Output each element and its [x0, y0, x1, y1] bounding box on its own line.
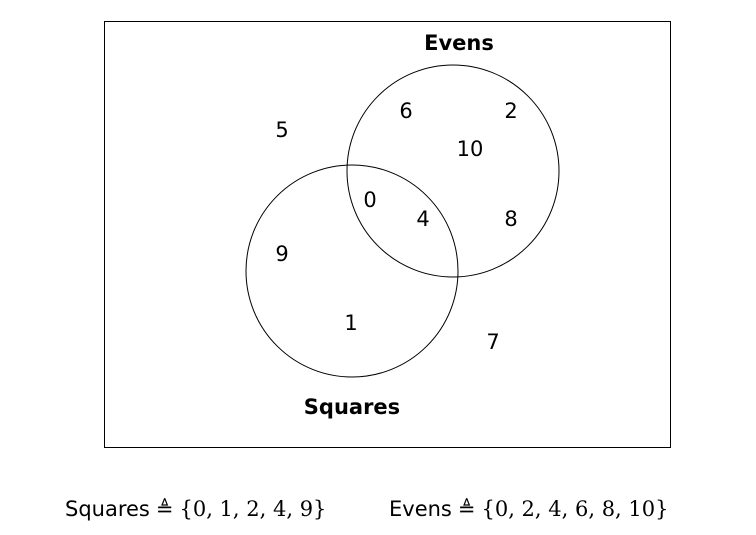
squares-definition: Squares≜{0, 1, 2, 4, 9}: [65, 497, 326, 521]
element-1: 1: [344, 311, 357, 335]
evens-definition: Evens≜{0, 2, 4, 6, 8, 10}: [389, 497, 669, 521]
element-4: 4: [416, 207, 429, 231]
element-10: 10: [457, 137, 484, 161]
element-7: 7: [486, 330, 499, 354]
squares-definition-symbol: ≜: [156, 497, 174, 521]
element-0: 0: [363, 188, 376, 212]
element-8: 8: [504, 207, 517, 231]
evens-title: Evens: [424, 31, 494, 55]
squares-definition-set: {0, 1, 2, 4, 9}: [179, 497, 326, 521]
squares-circle: [245, 164, 459, 378]
squares-definition-name: Squares: [65, 497, 150, 521]
element-2: 2: [504, 99, 517, 123]
element-5: 5: [275, 118, 288, 142]
evens-definition-symbol: ≜: [458, 497, 476, 521]
universe-box: [104, 21, 671, 448]
evens-definition-set: {0, 2, 4, 6, 8, 10}: [481, 497, 668, 521]
element-9: 9: [275, 242, 288, 266]
squares-title: Squares: [304, 395, 400, 419]
evens-definition-name: Evens: [389, 497, 452, 521]
evens-circle: [346, 64, 560, 278]
element-6: 6: [399, 99, 412, 123]
